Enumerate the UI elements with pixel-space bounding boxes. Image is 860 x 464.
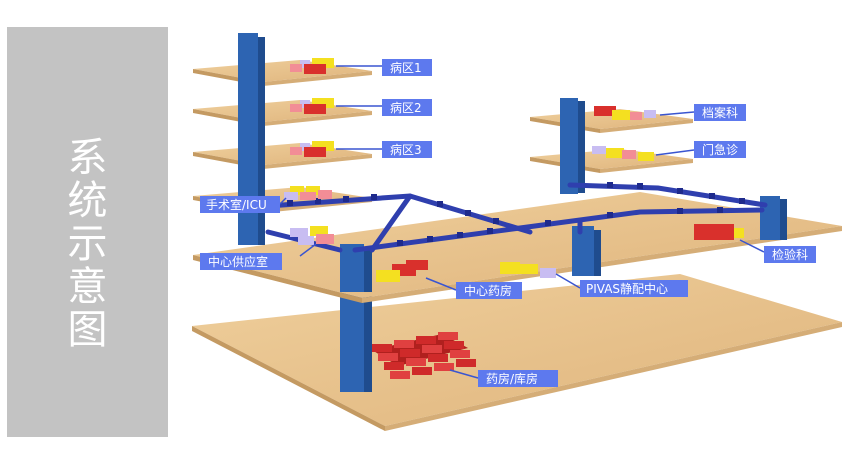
pipe-node: [677, 188, 683, 194]
boxes-ward3: [290, 141, 334, 157]
title-char: 统: [67, 178, 108, 224]
pipe-node: [677, 208, 683, 214]
pipe-node: [545, 220, 551, 226]
diagram-title: 系 统 示 意 图: [7, 137, 168, 352]
boxes-lab: [694, 224, 744, 240]
boxes-pivas: [500, 262, 556, 278]
boxes-ward1: [290, 58, 334, 74]
pipe-node: [717, 207, 723, 213]
rack-unit: [400, 349, 420, 357]
warehouse-rack-grid: [372, 332, 476, 379]
rack-unit: [428, 354, 448, 362]
rack-unit: [412, 367, 432, 375]
svg-text:病区1: 病区1: [390, 60, 422, 75]
label-central-pharmacy: 中心药房: [456, 282, 522, 299]
pipe-node: [427, 236, 433, 242]
pipe-node: [287, 200, 293, 206]
label-ward3: 病区3: [382, 141, 432, 158]
pipe-node: [457, 232, 463, 238]
svg-text:病区2: 病区2: [390, 100, 422, 115]
pipe-node: [607, 182, 613, 188]
rack-unit: [378, 353, 398, 361]
boxes-surgery: [284, 186, 332, 200]
pipe-node: [315, 198, 321, 204]
label-supply: 中心供应室: [200, 253, 282, 270]
pipe-node: [607, 212, 613, 218]
svg-text:病区3: 病区3: [390, 142, 422, 157]
label-records: 档案科: [694, 104, 746, 121]
rack-unit: [434, 363, 454, 371]
title-char: 示: [67, 221, 108, 267]
pipe-nodes: [287, 182, 745, 246]
boxes-ward2: [290, 98, 334, 114]
title-char: 系: [67, 135, 108, 181]
rack-unit: [384, 362, 404, 370]
title-char: 图: [67, 307, 108, 353]
svg-text:检验科: 检验科: [772, 247, 808, 262]
rack-unit: [394, 340, 414, 348]
rack-unit: [372, 344, 392, 352]
pipe-node: [487, 228, 493, 234]
pipe-node: [465, 210, 471, 216]
rack-unit: [406, 358, 426, 366]
boxes-records: [594, 106, 656, 120]
shaft-main-top: [340, 244, 372, 292]
rack-unit: [390, 371, 410, 379]
rack-unit: [450, 350, 470, 358]
boxes-supply: [290, 226, 334, 245]
rack-unit: [456, 359, 476, 367]
boxes-outpatient: [592, 146, 654, 161]
floor-ward3: [193, 143, 372, 169]
label-ward2: 病区2: [382, 99, 432, 116]
rack-unit: [438, 332, 458, 340]
floor-ward2: [193, 100, 372, 126]
svg-text:中心药房: 中心药房: [464, 283, 512, 298]
shaft-pivas: [572, 226, 601, 276]
rack-unit: [444, 341, 464, 349]
shaft-right-tower: [560, 98, 585, 194]
pipe-node: [371, 194, 377, 200]
label-ward1: 病区1: [382, 59, 432, 76]
svg-text:药房/库房: 药房/库房: [486, 371, 538, 386]
rack-unit: [422, 345, 442, 353]
svg-text:档案科: 档案科: [702, 105, 738, 120]
label-outpatient: 门急诊: [694, 141, 746, 158]
boxes-central-pharmacy: [376, 260, 428, 282]
title-char: 意: [67, 264, 108, 310]
pipe-node: [437, 201, 443, 207]
pipe-node: [739, 198, 745, 204]
pipe-node: [637, 183, 643, 189]
side-panel: 系 统 示 意 图: [7, 27, 168, 437]
label-connectors: [279, 65, 765, 379]
shaft-left-tower: [238, 33, 265, 245]
label-lab: 检验科: [764, 246, 816, 263]
pipe-node: [397, 240, 403, 246]
svg-text:PIVAS静配中心: PIVAS静配中心: [586, 281, 668, 296]
svg-text:门急诊: 门急诊: [702, 142, 738, 157]
floor-ward1: [193, 60, 372, 86]
pipe-node: [493, 218, 499, 224]
pipe-node: [709, 193, 715, 199]
label-pivas: PIVAS静配中心: [580, 280, 688, 297]
label-warehouse: 药房/库房: [478, 370, 558, 387]
svg-text:中心供应室: 中心供应室: [208, 254, 268, 269]
label-surgery: 手术室/ICU: [200, 196, 280, 213]
pipe-node: [343, 196, 349, 202]
svg-text:手术室/ICU: 手术室/ICU: [206, 197, 267, 212]
rack-unit: [416, 336, 436, 344]
